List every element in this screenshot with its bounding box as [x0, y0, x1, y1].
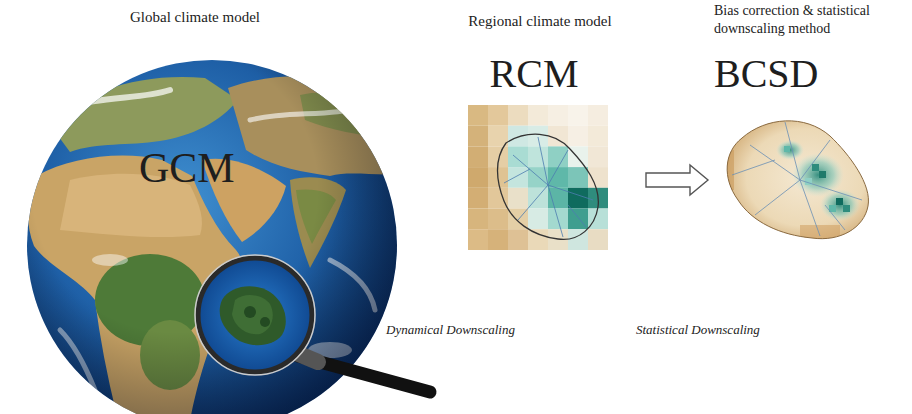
globe-node: Global climate modelGCM — [27, 8, 397, 414]
model-heading: Bias correction & statistical downscalin… — [714, 2, 906, 38]
rcm-map-node: Regional climate modelRCM — [440, 12, 640, 252]
model-heading: Regional climate model — [440, 12, 640, 30]
method-label: Statistical Downscaling — [636, 322, 760, 338]
model-acronym: GCM — [27, 146, 397, 190]
model-acronym: BCSD — [714, 52, 906, 96]
method-label: Dynamical Downscaling — [386, 322, 515, 338]
bcsd-map-node: Bias correction & statistical downscalin… — [714, 2, 906, 242]
model-heading: Global climate model — [27, 8, 397, 26]
hollow-arrow — [646, 165, 708, 195]
model-acronym: RCM — [440, 52, 640, 96]
